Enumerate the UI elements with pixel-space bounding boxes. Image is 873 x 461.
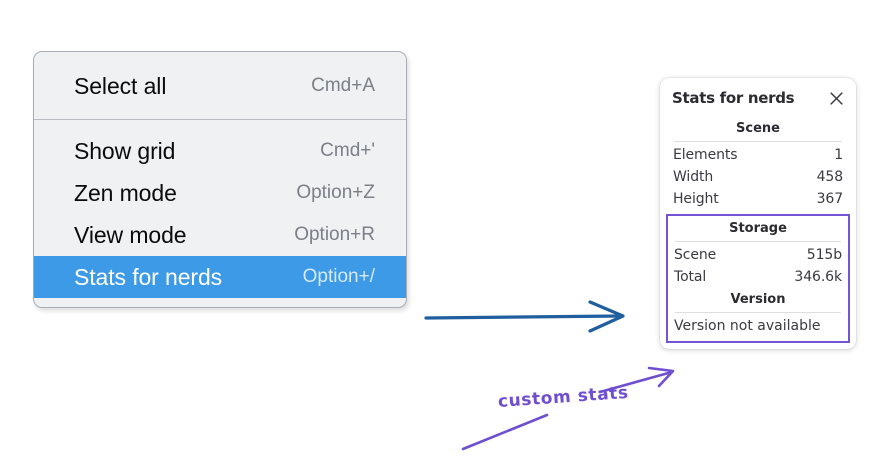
stat-value: 1: [834, 147, 843, 163]
version-section-heading: Version: [730, 292, 786, 307]
menu-item-shortcut: Cmd+': [320, 140, 375, 161]
scene-divider: [674, 141, 842, 142]
menu-item-shortcut: Cmd+A: [311, 75, 375, 96]
stat-value: 515b: [806, 247, 842, 263]
stat-value: 346.6k: [794, 269, 842, 285]
scene-section-heading: Scene: [736, 121, 780, 136]
storage-divider: [675, 241, 841, 242]
purple-underline-stroke: [461, 413, 549, 451]
stat-row-elements: Elements 1: [672, 144, 844, 166]
menu-item-select-all[interactable]: Select all Cmd+A: [34, 65, 406, 107]
stat-key: Scene: [674, 247, 717, 263]
stats-panel-title: Stats for nerds: [672, 89, 795, 107]
version-text: Version not available: [674, 318, 821, 334]
menu-item-stats-for-nerds[interactable]: Stats for nerds Option+/: [34, 256, 406, 298]
stat-row-storage-scene: Scene 515b: [673, 244, 843, 266]
stat-key: Elements: [673, 147, 738, 163]
annotation-custom-stats-label: custom stats: [497, 382, 630, 412]
blue-arrow-icon: [424, 300, 625, 333]
stat-value: 367: [816, 191, 844, 207]
menu-section-2: Show grid Cmd+' Zen mode Option+Z View m…: [34, 120, 406, 307]
menu-item-label: View mode: [74, 221, 187, 248]
stat-key: Total: [674, 269, 707, 285]
menu-item-label: Show grid: [74, 137, 176, 164]
menu-item-shortcut: Option+/: [302, 266, 375, 287]
stat-key: Height: [673, 191, 719, 207]
stat-key: Width: [673, 169, 714, 185]
menu-item-label: Zen mode: [74, 179, 177, 206]
version-divider: [675, 312, 841, 313]
menu-section-1: Select all Cmd+A: [34, 52, 406, 120]
stat-row-width: Width 458: [672, 166, 844, 188]
stat-row-storage-total: Total 346.6k: [673, 266, 843, 288]
stats-for-nerds-panel: Stats for nerds Scene Elements 1 Width 4…: [660, 78, 856, 349]
context-menu: Select all Cmd+A Show grid Cmd+' Zen mod…: [33, 51, 407, 308]
storage-section-heading: Storage: [729, 221, 787, 236]
stats-panel-header: Stats for nerds: [672, 89, 844, 107]
custom-stats-highlight-box: Storage Scene 515b Total 346.6k Version …: [666, 214, 850, 343]
menu-item-shortcut: Option+R: [294, 224, 375, 245]
menu-item-label: Stats for nerds: [74, 263, 223, 290]
menu-item-zen-mode[interactable]: Zen mode Option+Z: [34, 172, 406, 214]
close-icon[interactable]: [829, 91, 844, 106]
menu-item-view-mode[interactable]: View mode Option+R: [34, 214, 406, 256]
menu-item-label: Select all: [74, 72, 167, 99]
menu-item-shortcut: Option+Z: [296, 182, 375, 203]
stat-row-height: Height 367: [672, 188, 844, 210]
menu-item-show-grid[interactable]: Show grid Cmd+': [34, 130, 406, 172]
stat-value: 458: [816, 169, 844, 185]
